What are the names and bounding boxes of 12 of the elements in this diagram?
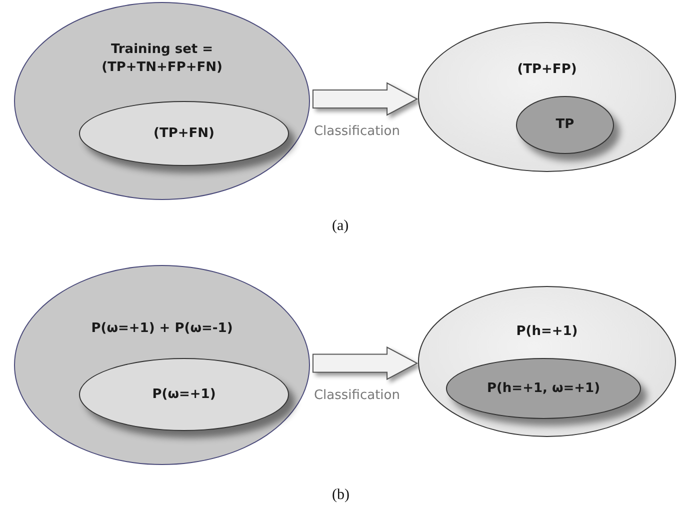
set-label: (TP+FN): [154, 124, 214, 142]
set-label: P(h=+1, ω=+1): [486, 380, 600, 398]
set-label: P(h=+1): [516, 323, 578, 341]
set-label: (TP+FP): [517, 61, 577, 79]
panel-label: (a): [332, 218, 349, 235]
panel-label: (b): [332, 487, 350, 504]
block-arrow: [312, 82, 418, 116]
set-label: TP: [556, 116, 574, 134]
set-label: P(ω=+1) + P(ω=-1): [91, 320, 233, 338]
set-label: P(ω=+1): [152, 386, 216, 404]
set-label: Training set = (TP+TN+FP+FN): [100, 41, 224, 76]
block-arrow: [312, 346, 418, 380]
